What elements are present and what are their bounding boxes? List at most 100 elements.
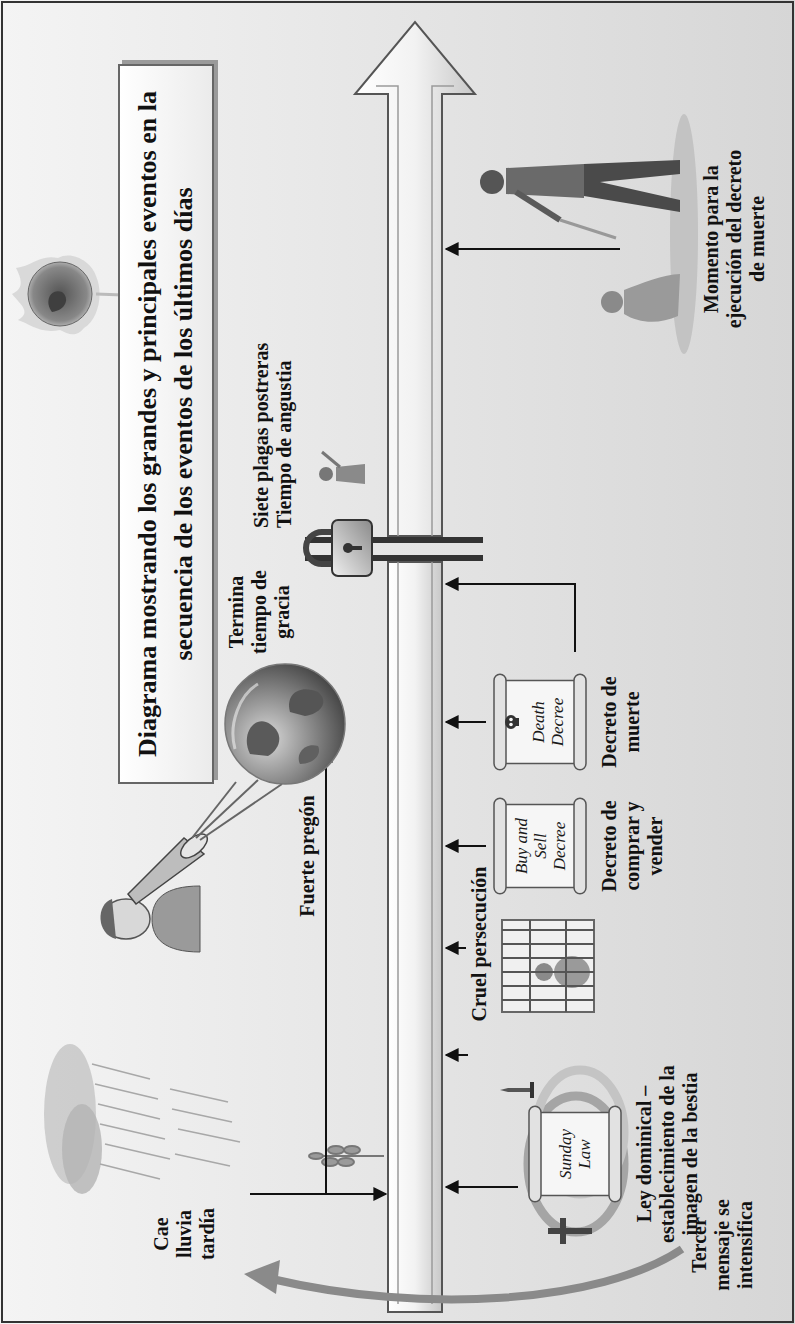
execution-picture xyxy=(584,160,680,212)
execution-picture xyxy=(670,114,698,354)
label-holder: Cae lluvia tardía xyxy=(150,1194,219,1274)
timeline-arrow xyxy=(355,22,475,536)
scroll-node: Sunday LawLey dominical – establecimient… xyxy=(525,1064,702,1244)
rain-picture xyxy=(309,1153,323,1159)
label-holder: Tiempo de angustia xyxy=(273,288,296,528)
rain-picture xyxy=(318,1155,384,1157)
label-text: Fuerte pregón xyxy=(296,788,319,924)
pointer-arrows xyxy=(446,1186,518,1188)
plague-figure xyxy=(322,452,340,467)
label-holder: Termina tiempo de gracia xyxy=(225,564,294,660)
megaphone-figure xyxy=(100,780,282,952)
prison-picture xyxy=(502,985,594,987)
megaphone-figure xyxy=(192,780,282,840)
earth-globe xyxy=(225,664,345,784)
scroll-body xyxy=(535,1112,615,1195)
megaphone-figure xyxy=(196,780,258,838)
padlock-icon xyxy=(306,532,334,564)
execution-picture xyxy=(624,274,680,322)
label-holder: Siete plagas postreras xyxy=(250,288,273,528)
scroll-text: Buy and Sell Decree xyxy=(512,808,569,884)
timeline-arrow xyxy=(388,562,442,1312)
rain-picture xyxy=(175,1154,230,1166)
earth-globe xyxy=(299,745,319,764)
rain-picture xyxy=(344,1146,360,1154)
latter-rain-arrow xyxy=(250,1194,386,1195)
rain-picture xyxy=(105,1144,170,1159)
plague-figure xyxy=(319,452,365,484)
scroll-roll xyxy=(494,674,506,770)
rain-picture xyxy=(100,1124,165,1139)
padlock-icon xyxy=(332,520,372,576)
timeline-arrow xyxy=(376,86,454,1304)
decree-scroll: Buy and Sell Decree xyxy=(490,794,590,898)
rain-picture xyxy=(92,1064,240,1179)
label-holder: Cruel persecución xyxy=(468,856,491,1032)
execution-picture xyxy=(560,220,616,238)
megaphone-figure xyxy=(200,784,282,840)
loud-cry-arrow xyxy=(326,750,327,1194)
earth-globe xyxy=(289,689,323,716)
rain-picture xyxy=(92,1064,150,1079)
execution-picture xyxy=(516,192,560,220)
label-text: Siete plagas postreras xyxy=(250,288,273,528)
scroll-roll xyxy=(494,798,506,894)
prison-picture xyxy=(502,999,594,1001)
rain-picture xyxy=(44,1044,384,1194)
plague-figure xyxy=(336,464,365,484)
pointer-arrows xyxy=(446,721,486,723)
skull-icon xyxy=(515,718,519,726)
earth-globe xyxy=(225,664,345,784)
node-caption: Ley dominical – establecimiento de la im… xyxy=(633,1064,702,1244)
prison-picture xyxy=(529,920,531,1012)
earth-globe xyxy=(247,721,280,756)
sunday-law-rings xyxy=(530,1082,534,1098)
prison-picture xyxy=(565,920,567,1012)
sunday-law-rings xyxy=(500,1070,624,1244)
label-text: Cruel persecución xyxy=(468,856,491,1032)
decree-scroll: Death Decree xyxy=(490,670,590,774)
earth-globe xyxy=(233,684,258,749)
third-message-arrow xyxy=(244,1260,280,1294)
rain-picture xyxy=(95,1084,158,1099)
label-text: Momento para la ejecución del decreto de… xyxy=(700,144,769,334)
prison-picture xyxy=(502,957,594,959)
title-text: Diagrama mostrando los grandes y princip… xyxy=(130,80,202,768)
node-caption: Decreto de muerte xyxy=(598,662,644,782)
label-holder: Momento para la ejecución del decreto de… xyxy=(700,144,769,334)
prison-picture xyxy=(502,929,594,931)
execution-picture xyxy=(480,170,504,194)
rain-picture xyxy=(100,1164,160,1179)
pointer-arrows xyxy=(446,249,620,1187)
pointer-arrows xyxy=(446,248,620,250)
pointer-arrows xyxy=(446,845,486,847)
loud-cry-arrow xyxy=(325,750,327,1194)
execution-picture xyxy=(601,291,623,313)
rain-picture xyxy=(309,1146,384,1166)
rain-picture xyxy=(328,1146,344,1154)
rain-picture xyxy=(98,1104,160,1119)
rain-picture xyxy=(62,1104,102,1194)
sunday-law-rings xyxy=(500,1088,508,1092)
scroll-roll xyxy=(574,798,586,894)
execution-picture xyxy=(480,114,698,354)
padlock-icon xyxy=(306,520,372,576)
prison-picture xyxy=(502,943,594,945)
label-text: Cae lluvia tardía xyxy=(150,1194,219,1274)
sunday-law-rings xyxy=(528,1096,624,1232)
scroll-text: Death Decree xyxy=(529,684,567,760)
label-holder: Fuerte pregón xyxy=(296,788,319,924)
prison-picture xyxy=(502,920,594,1012)
plague-figure xyxy=(319,467,333,481)
node-caption: Decreto de comprar y vender xyxy=(598,786,667,906)
plagues-globe xyxy=(48,291,66,312)
pointer-arrows xyxy=(446,584,575,652)
pointer-arrows xyxy=(446,1054,468,1056)
pointer-arrows xyxy=(446,947,466,949)
rain-picture xyxy=(170,1089,228,1102)
skull-icon xyxy=(504,712,522,732)
label-text: Tiempo de angustia xyxy=(273,288,296,528)
scroll-roll xyxy=(574,674,586,770)
third-message-arrow xyxy=(244,1249,682,1299)
